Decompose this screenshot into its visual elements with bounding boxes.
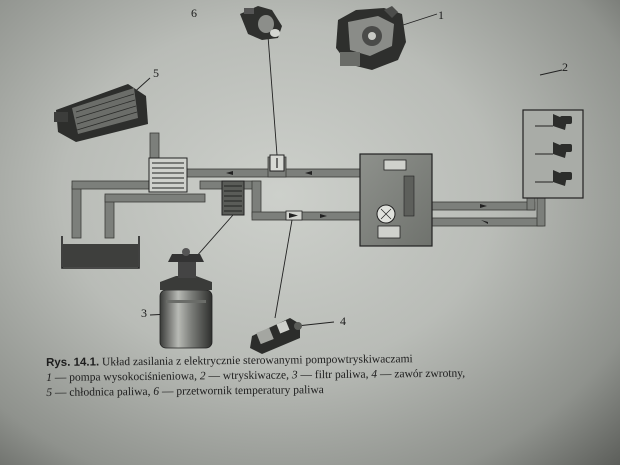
pipe-lower-main xyxy=(251,211,365,221)
pump-box xyxy=(359,153,433,247)
pipe-left-upper xyxy=(71,180,153,190)
figure-label: Rys. 14.1. xyxy=(46,356,100,369)
temperature-sensor-illustration xyxy=(240,6,282,40)
legend-text-5: — chłodnica paliwa, xyxy=(52,385,154,399)
pipe-left-lower xyxy=(104,193,206,203)
pipe-cooler-top xyxy=(149,132,160,162)
figure-title: Układ zasilania z elektrycznie sterowany… xyxy=(101,353,413,369)
pipe-tank-left-riser xyxy=(71,185,82,239)
fuel-cooler-schematic xyxy=(148,157,188,193)
legend-text-4: — zawór zwrotny, xyxy=(377,367,466,381)
fuel-tank xyxy=(61,236,140,269)
callout-3: 3 xyxy=(141,306,147,320)
callout-4: 4 xyxy=(340,314,346,328)
callout-2: 2 xyxy=(562,60,568,74)
fuel-cooler-illustration xyxy=(54,84,148,142)
check-valve-schematic xyxy=(285,210,303,221)
fuel-pipes xyxy=(71,121,546,239)
callout-5: 5 xyxy=(153,66,159,80)
high-pressure-pump-illustration xyxy=(336,6,406,70)
figure-caption: Rys. 14.1. Układ zasilania z elektryczni… xyxy=(46,350,620,401)
legend-text-3: — filtr paliwa, xyxy=(297,368,372,382)
flow-arrows xyxy=(226,171,488,224)
legend-text-1: — pompa wysokociśnieniowa, xyxy=(51,370,200,384)
legend-text-6: — przetwornik temperatury paliwa xyxy=(159,384,324,398)
legend-text-2: — wtryskiwacze, xyxy=(205,369,292,383)
callout-1: 1 xyxy=(438,8,444,22)
fuel-filter-illustration xyxy=(159,248,213,349)
injectors-box xyxy=(522,109,584,199)
check-valve-illustration xyxy=(250,318,302,354)
leader-lines xyxy=(129,13,563,327)
fuel-filter-schematic xyxy=(221,180,245,216)
callout-6: 6 xyxy=(191,6,197,20)
sensor-schematic xyxy=(269,154,285,172)
